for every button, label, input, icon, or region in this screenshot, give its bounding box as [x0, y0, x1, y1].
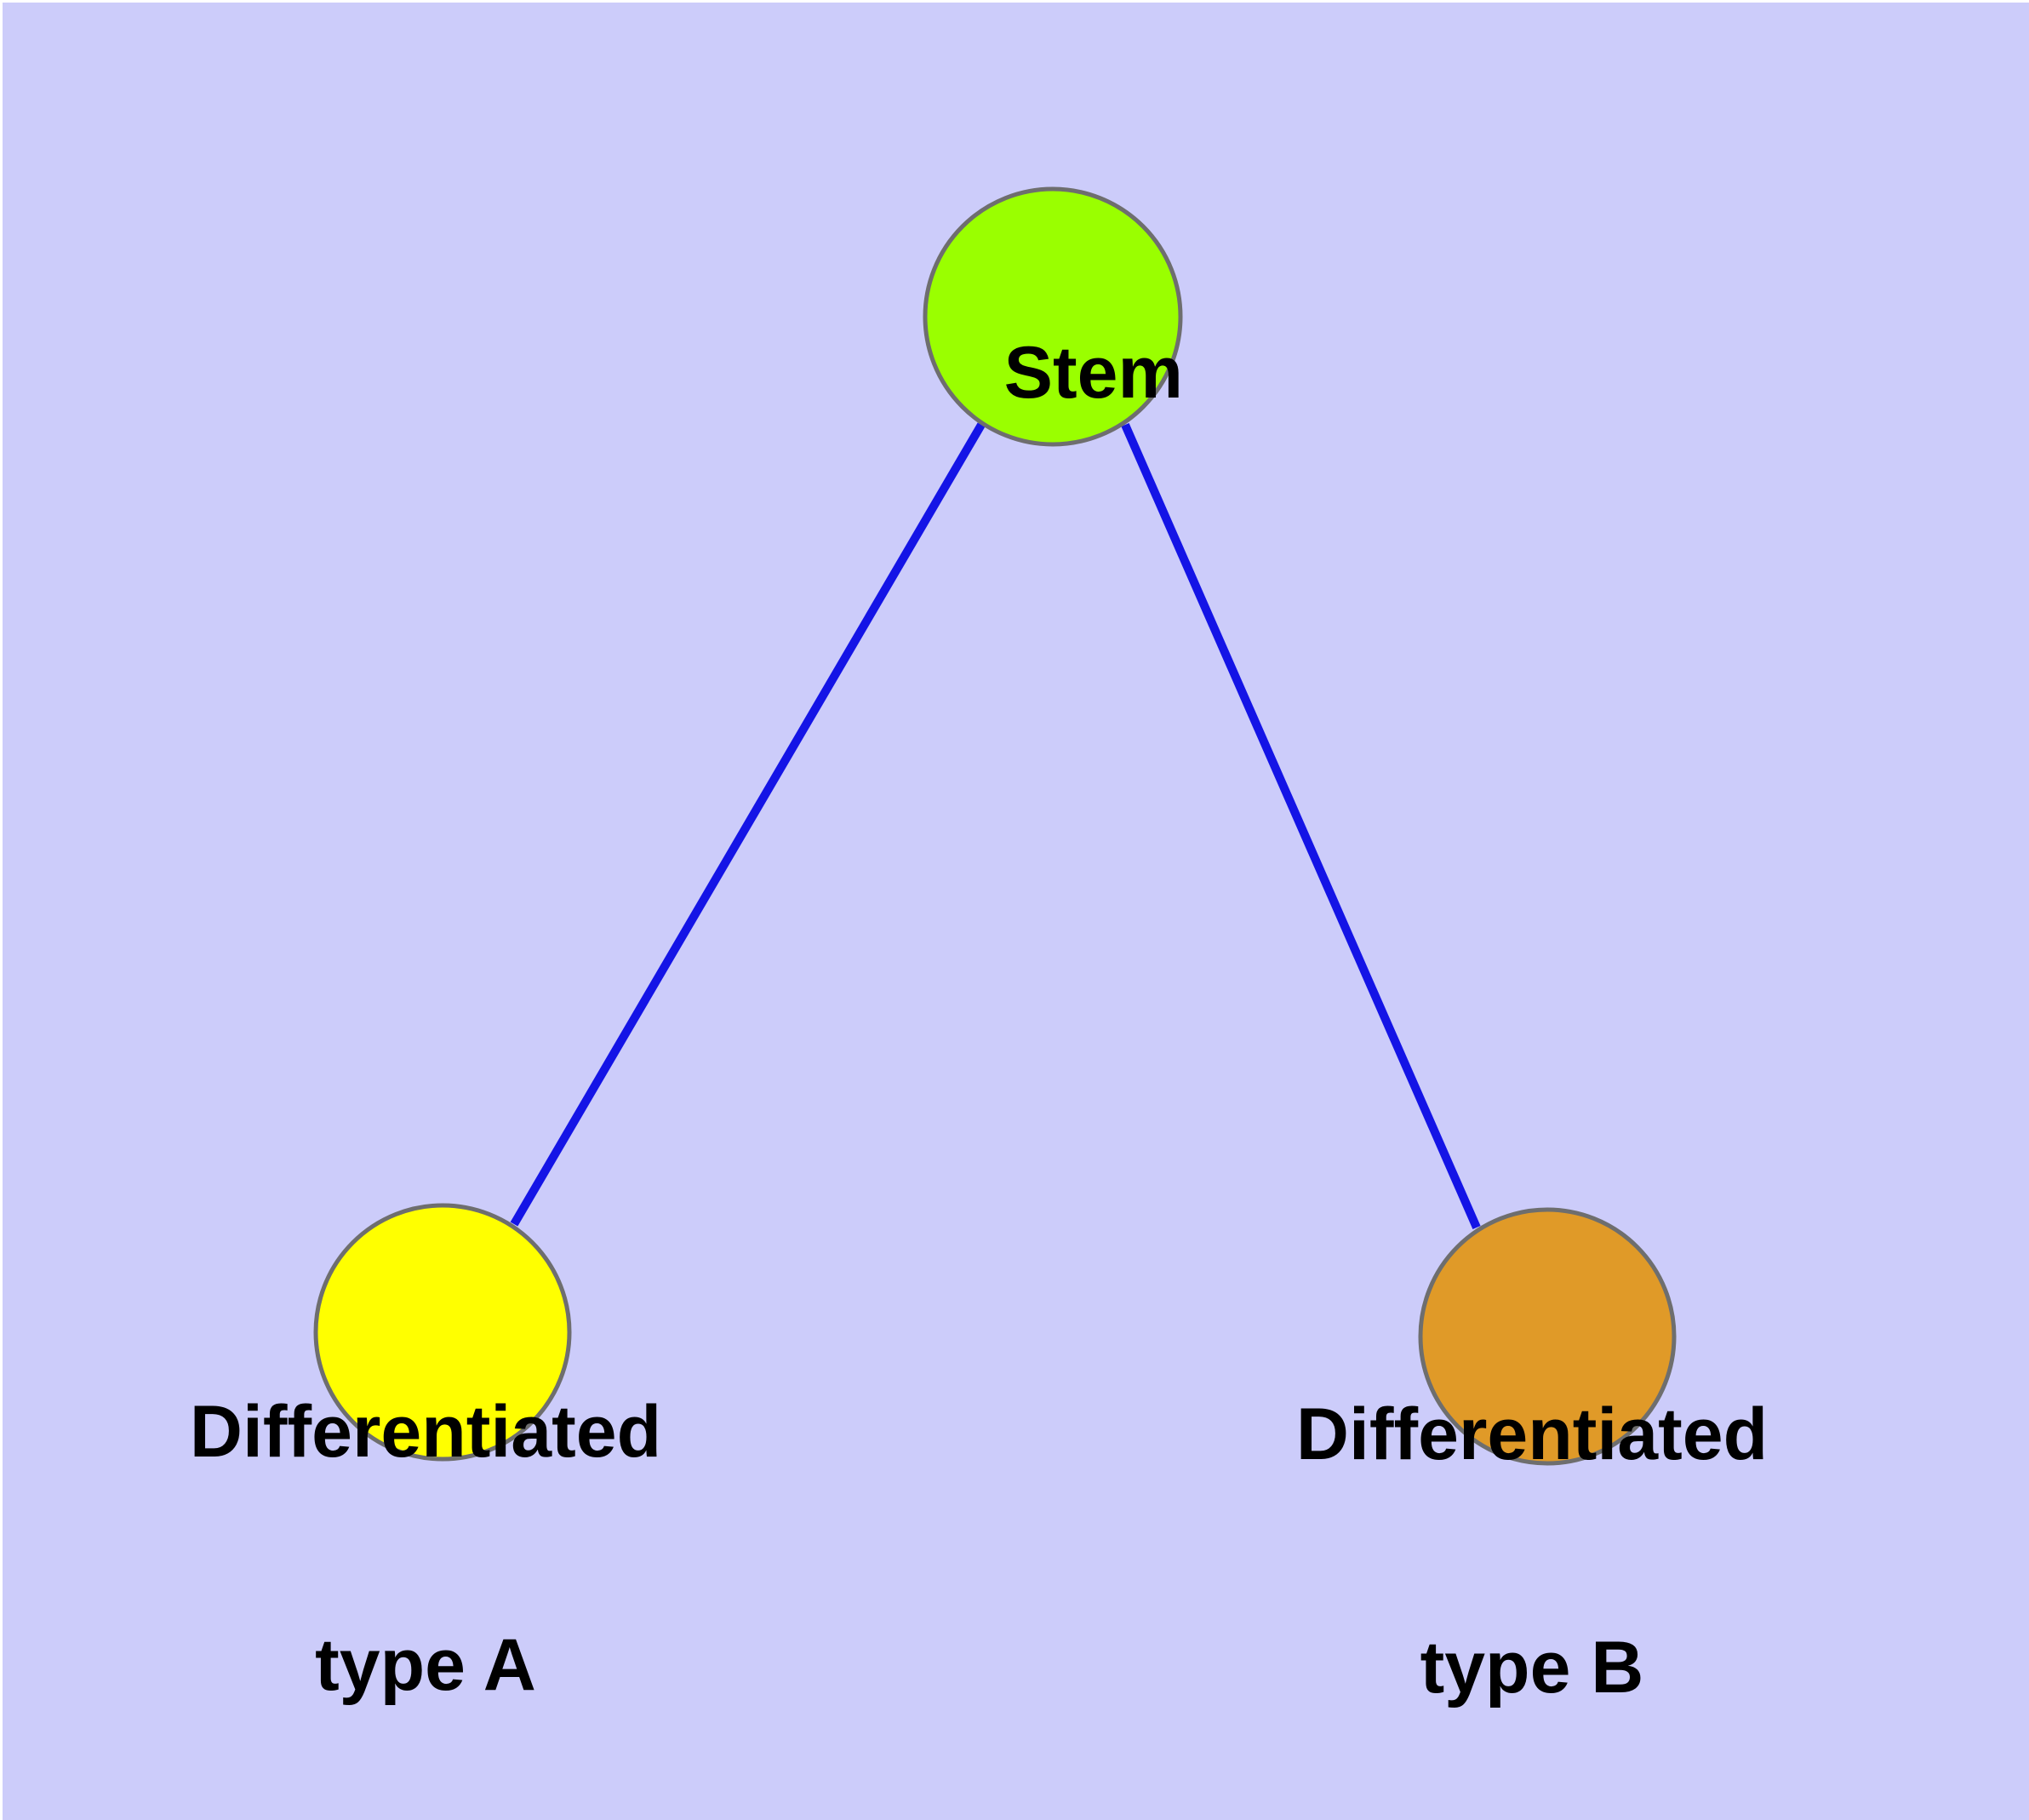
- node-stem[interactable]: [923, 186, 1183, 447]
- node-differentiated-type-b[interactable]: [1418, 1207, 1677, 1466]
- edge-stem-to-differentiated-type-b[interactable]: [1121, 422, 1481, 1230]
- node-differentiated-type-a[interactable]: [313, 1203, 572, 1462]
- edge-layer: [510, 422, 1481, 1230]
- edge-stem-to-differentiated-type-a[interactable]: [510, 422, 986, 1227]
- node-layer: [313, 186, 1677, 1466]
